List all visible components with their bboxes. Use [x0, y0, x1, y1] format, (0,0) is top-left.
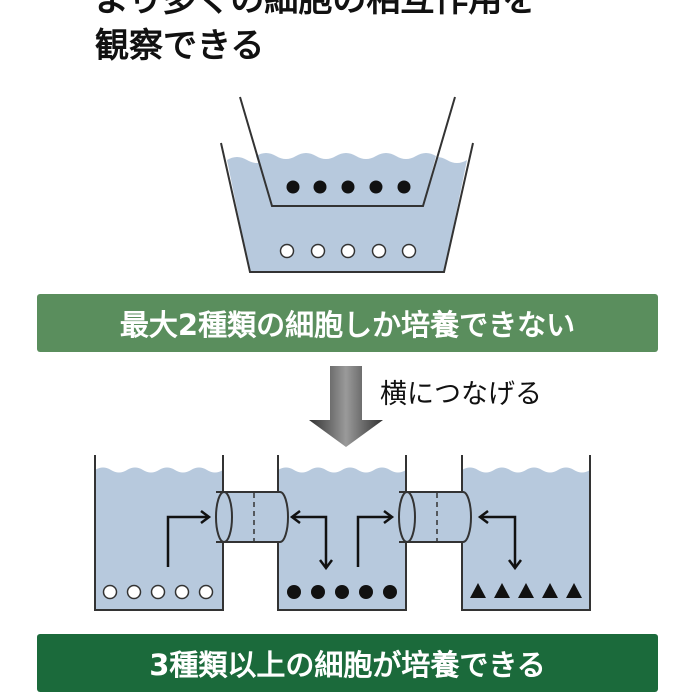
heading-line-2: 観察できる	[95, 26, 265, 66]
filled-cell	[369, 180, 383, 194]
triangle-cell	[566, 583, 582, 598]
flow-arrows	[166, 515, 517, 567]
filled-cell	[287, 585, 301, 599]
hollow-cell	[340, 243, 356, 259]
triangle-cell	[494, 583, 510, 598]
connector-tube-2	[398, 491, 472, 543]
caption-top-bar: 最大2種類の細胞しか培養できない	[37, 294, 658, 352]
arrowhead-left-icon	[477, 510, 489, 524]
arrow-label: 横につなげる	[380, 379, 542, 410]
hollow-cell	[126, 584, 142, 600]
insert-well	[239, 96, 456, 207]
filled-cell	[359, 585, 373, 599]
arrow-heads	[200, 510, 522, 571]
filled-cell	[335, 585, 349, 599]
arrowhead-right-icon	[200, 510, 212, 524]
arrowhead-right-icon	[383, 510, 395, 524]
connector-tube-1	[215, 491, 289, 543]
hollow-cell	[102, 584, 118, 600]
caption-bottom: 3種類以上の細胞が培養できる	[149, 648, 546, 682]
well-1-cells	[102, 584, 214, 600]
insert-cells	[286, 180, 411, 194]
hollow-cell	[174, 584, 190, 600]
hollow-cell	[401, 243, 417, 259]
filled-cell	[383, 585, 397, 599]
triangle-cell	[542, 583, 558, 598]
elbow-arrow-icon	[166, 515, 208, 567]
arrowhead-down-icon	[319, 559, 333, 571]
hollow-cell	[371, 243, 387, 259]
down-arrow-icon	[309, 366, 383, 447]
well-3-cells	[470, 583, 582, 598]
caption-top: 最大2種類の細胞しか培養できない	[119, 308, 576, 342]
heading-line-1: より多くの細胞の相互作用を	[95, 0, 537, 20]
elbow-arrow-icon	[293, 515, 328, 567]
filled-cell	[286, 180, 300, 194]
triangle-cell	[470, 583, 486, 598]
arrowhead-left-icon	[289, 510, 301, 524]
hollow-cell	[310, 243, 326, 259]
hollow-cell	[279, 243, 295, 259]
filled-cell	[341, 180, 355, 194]
elbow-arrow-icon	[356, 515, 391, 567]
hollow-cell	[150, 584, 166, 600]
caption-bottom-bar: 3種類以上の細胞が培養できる	[37, 634, 658, 692]
well-2-cells	[287, 585, 397, 599]
hollow-cell	[198, 584, 214, 600]
elbow-arrow-icon	[481, 515, 517, 567]
triangle-cell	[518, 583, 534, 598]
arrowhead-down-icon	[508, 559, 522, 571]
filled-cell	[311, 585, 325, 599]
filled-cell	[313, 180, 327, 194]
bottom-cells	[279, 243, 417, 259]
filled-cell	[397, 180, 411, 194]
